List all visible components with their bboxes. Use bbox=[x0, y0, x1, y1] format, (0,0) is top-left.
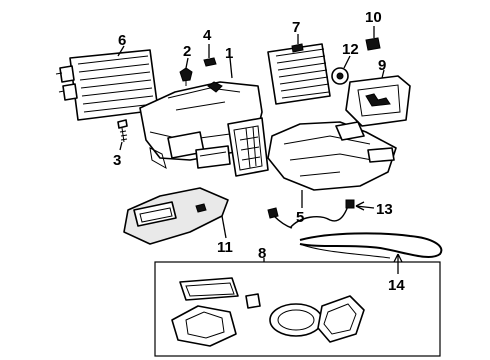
callout-4: 4 bbox=[203, 27, 212, 44]
blower-part-12 bbox=[331, 67, 349, 85]
sensor-part-2 bbox=[179, 67, 193, 86]
leader-13 bbox=[355, 205, 375, 209]
screw-part-3 bbox=[117, 119, 128, 143]
callout-11: 11 bbox=[217, 239, 233, 256]
callout-9: 9 bbox=[378, 57, 386, 74]
callout-2: 2 bbox=[183, 43, 191, 60]
leader-12 bbox=[343, 55, 351, 69]
hvac-housing-part-1 bbox=[139, 81, 269, 177]
switch-part-10 bbox=[365, 37, 381, 51]
callout-5: 5 bbox=[296, 209, 304, 226]
leader-lines bbox=[117, 26, 403, 274]
leader-2 bbox=[185, 57, 189, 69]
leader-1 bbox=[229, 57, 233, 79]
callout-labels: 1 2 3 4 5 6 7 8 9 10 11 12 13 14 bbox=[113, 9, 405, 294]
lower-case-part-5 bbox=[267, 121, 397, 191]
seal-kit-box-part-8 bbox=[154, 261, 441, 357]
wiring-harness-part-13 bbox=[267, 199, 355, 229]
evaporator-core-part-7 bbox=[267, 43, 331, 105]
duct-part-11 bbox=[123, 187, 229, 245]
callout-8: 8 bbox=[258, 245, 266, 262]
leader-9 bbox=[381, 69, 385, 79]
hose-part-14 bbox=[299, 232, 443, 259]
leader-3 bbox=[119, 141, 123, 151]
callout-13: 13 bbox=[376, 201, 393, 218]
clip-part-4 bbox=[203, 57, 217, 67]
callout-6: 6 bbox=[118, 32, 126, 49]
callout-10: 10 bbox=[365, 9, 382, 26]
callout-1: 1 bbox=[225, 45, 233, 62]
callout-3: 3 bbox=[113, 152, 121, 169]
leader-11 bbox=[221, 215, 227, 239]
case-part-9 bbox=[345, 75, 411, 127]
callout-7: 7 bbox=[292, 19, 300, 36]
leader-6 bbox=[117, 45, 125, 57]
callout-14: 14 bbox=[388, 277, 405, 294]
callout-12: 12 bbox=[342, 41, 359, 58]
